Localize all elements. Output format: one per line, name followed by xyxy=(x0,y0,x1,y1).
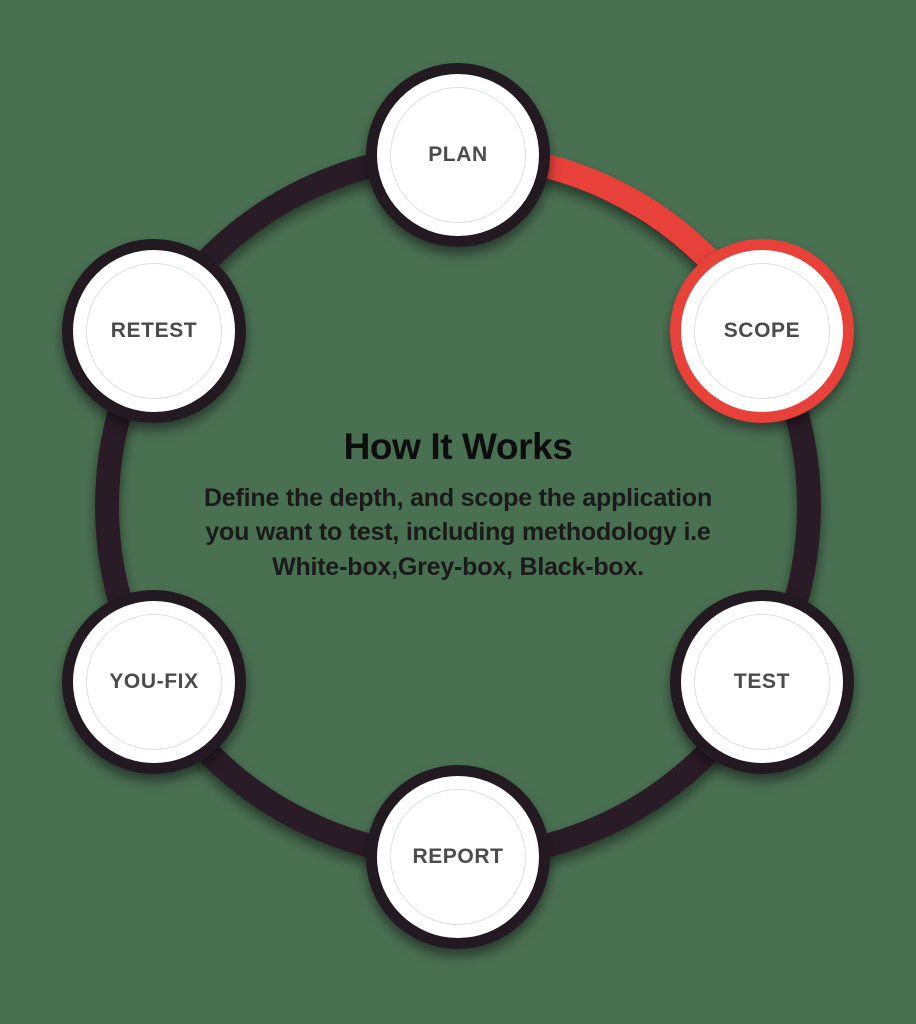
cycle-step-label: REPORT xyxy=(412,845,504,868)
cycle-step-test[interactable]: TEST xyxy=(669,589,854,774)
cycle-step-plan[interactable]: PLAN xyxy=(366,63,550,247)
cycle-step-retest[interactable]: RETEST xyxy=(62,238,247,423)
cycle-step-label: SCOPE xyxy=(723,318,801,342)
cycle-step-label: TEST xyxy=(733,669,790,693)
cycle-step-label: PLAN xyxy=(428,143,488,166)
cycle-step-you-fix[interactable]: YOU-FIX xyxy=(62,589,247,774)
cycle-step-scope[interactable]: SCOPE xyxy=(669,238,854,423)
cycle-step-label: YOU-FIX xyxy=(109,669,199,693)
cycle-step-label: RETEST xyxy=(110,318,198,342)
cycle-step-report[interactable]: REPORT xyxy=(366,765,550,949)
